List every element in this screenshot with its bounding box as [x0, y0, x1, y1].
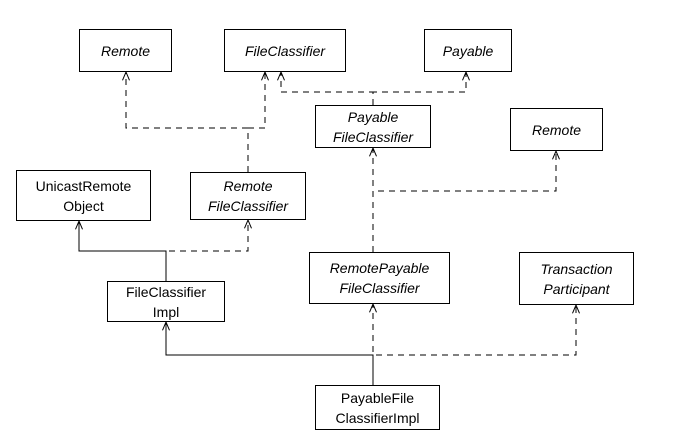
class-name-line-1: Remote: [223, 178, 273, 194]
edge-realization: [372, 70, 470, 105]
class-box-file-classifier[interactable]: FileClassifier: [224, 29, 346, 72]
class-name-line-1: Transaction: [540, 260, 613, 277]
arrowhead-hollow-open: [122, 70, 130, 81]
edge-line: [165, 322, 374, 385]
arrowhead-hollow-open: [75, 219, 83, 230]
edge-generalization: [75, 219, 167, 281]
class-name-line-1: RemotePayable: [329, 260, 430, 276]
class-name-line-1: FileClassifier: [244, 42, 326, 59]
arrowhead-hollow-open: [552, 149, 560, 160]
arrowhead-hollow-open: [277, 70, 285, 81]
class-name-line-1: Remote: [100, 42, 151, 59]
edge-realization: [165, 218, 252, 281]
edge-line: [372, 151, 557, 252]
class-name-line-2: FileClassifier: [332, 128, 414, 145]
arrowhead-hollow-open: [462, 70, 470, 81]
class-name-line-1: Remote: [531, 121, 582, 138]
arrowhead-hollow-open: [369, 146, 377, 157]
class-name-line-1: Payable: [442, 42, 494, 59]
class-name-line-2: Object: [63, 197, 104, 214]
edge-line: [125, 72, 249, 172]
edge-line: [165, 220, 249, 281]
class-name-line-2: ClassifierImpl: [335, 409, 420, 426]
edge-line: [372, 305, 577, 385]
arrowhead-hollow-open: [244, 218, 252, 229]
class-name-line-2: Impl: [152, 303, 180, 320]
class-name-line-1: PayableFile: [340, 389, 415, 406]
edge-realization: [372, 149, 560, 252]
arrowhead-hollow-open: [261, 70, 269, 81]
edge-line: [247, 72, 266, 172]
arrowhead-hollow-open: [369, 302, 377, 313]
class-name-line-2: FileClassifier: [339, 280, 420, 296]
edge-line: [78, 221, 167, 281]
class-name-line-1: UnicastRemote: [35, 177, 132, 194]
edge-line: [372, 72, 467, 105]
edge-realization: [247, 70, 269, 172]
edge-realization: [369, 146, 377, 252]
class-box-remote-top[interactable]: Remote: [79, 29, 172, 72]
class-box-remote-right[interactable]: Remote: [510, 108, 603, 151]
edge-line: [280, 72, 374, 105]
class-name-line-1: FileClassifier: [125, 283, 207, 300]
class-box-payable[interactable]: Payable: [424, 29, 512, 72]
edge-realization: [122, 70, 249, 172]
class-name-line-2: FileClassifier: [207, 198, 289, 214]
edge-realization: [372, 303, 580, 385]
arrowhead-hollow-open: [572, 303, 580, 314]
edge-realization: [277, 70, 374, 105]
arrowhead-hollow-open: [162, 320, 170, 331]
class-name-line-1: Payable: [347, 108, 399, 125]
class-name-line-2: Participant: [543, 280, 610, 297]
edge-generalization: [162, 320, 374, 385]
